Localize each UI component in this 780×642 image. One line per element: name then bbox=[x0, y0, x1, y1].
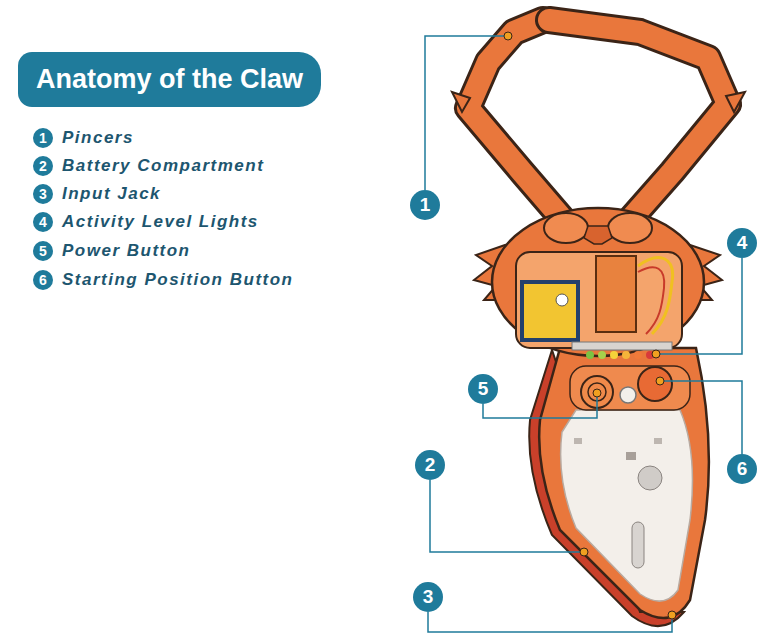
pincer-arm bbox=[468, 20, 565, 222]
circuit-plate bbox=[572, 342, 672, 350]
part-name: Battery Compartment bbox=[62, 156, 264, 176]
callout-number: 4 bbox=[727, 228, 757, 258]
part-name: Activity Level Lights bbox=[62, 212, 259, 232]
button-panel bbox=[570, 366, 690, 410]
part-name: Starting Position Button bbox=[62, 270, 293, 290]
face-detail bbox=[654, 438, 662, 444]
number-circle-fill bbox=[410, 190, 440, 220]
callout-badge: 2 bbox=[415, 450, 445, 480]
leader-line bbox=[660, 258, 742, 354]
body-face bbox=[561, 410, 693, 601]
inner-cavity bbox=[516, 252, 682, 348]
number-circle-fill bbox=[727, 454, 757, 484]
battery-terminal bbox=[556, 294, 568, 306]
number-circle-fill bbox=[413, 582, 443, 612]
face-detail bbox=[574, 438, 582, 444]
callout-number: 3 bbox=[33, 184, 53, 204]
pincer-arm bbox=[549, 20, 728, 222]
callout-number: 6 bbox=[727, 454, 757, 484]
callout-number: 1 bbox=[33, 128, 53, 148]
callout-number: 4 bbox=[33, 212, 53, 232]
leader-line bbox=[664, 381, 742, 454]
leader-line bbox=[483, 397, 597, 418]
face-detail bbox=[626, 452, 636, 460]
number-circle-fill bbox=[33, 156, 53, 176]
leader-line bbox=[425, 36, 504, 190]
face-detail bbox=[638, 466, 662, 490]
callout-number: 2 bbox=[33, 156, 53, 176]
number-circle-fill bbox=[727, 228, 757, 258]
activity-light bbox=[610, 351, 618, 359]
list-item: 2Battery Compartment bbox=[33, 156, 53, 176]
activity-light bbox=[586, 351, 594, 359]
gear bbox=[584, 226, 612, 244]
head bbox=[492, 208, 704, 356]
wire bbox=[638, 258, 673, 334]
motor bbox=[596, 256, 636, 332]
activity-light bbox=[598, 351, 606, 359]
leader-dot bbox=[668, 611, 676, 619]
callout-number: 5 bbox=[33, 241, 53, 261]
number-circle-fill bbox=[33, 241, 53, 261]
callout-number: 1 bbox=[410, 190, 440, 220]
callout-number: 6 bbox=[33, 270, 53, 290]
leader-dot bbox=[504, 32, 512, 40]
title-banner: Anatomy of the Claw bbox=[18, 52, 321, 107]
list-item: 5Power Button bbox=[33, 241, 53, 261]
leader-dot bbox=[652, 350, 660, 358]
callout-number: 5 bbox=[468, 374, 498, 404]
number-circle-fill bbox=[415, 450, 445, 480]
face-detail bbox=[632, 522, 644, 568]
starting-position-button bbox=[638, 367, 672, 401]
number-circle-fill bbox=[468, 374, 498, 404]
callout-number: 3 bbox=[413, 582, 443, 612]
number-circle-fill bbox=[33, 184, 53, 204]
part-name: Pincers bbox=[62, 128, 134, 148]
list-item: 6Starting Position Button bbox=[33, 270, 53, 290]
leader-line bbox=[428, 612, 672, 632]
callout-badge: 6 bbox=[727, 454, 757, 484]
title-text: Anatomy of the Claw bbox=[36, 64, 303, 94]
callout-badge: 5 bbox=[468, 374, 498, 404]
activity-light bbox=[622, 351, 630, 359]
number-circle-fill bbox=[33, 270, 53, 290]
eye bbox=[544, 213, 588, 243]
list-item: 4Activity Level Lights bbox=[33, 212, 53, 232]
callout-badge: 3 bbox=[413, 582, 443, 612]
pincer-arm-outline bbox=[549, 20, 728, 222]
list-item: 1Pincers bbox=[33, 128, 53, 148]
leader-dot bbox=[656, 377, 664, 385]
battery bbox=[522, 282, 578, 340]
list-item: 3Input Jack bbox=[33, 184, 53, 204]
pincer-spur bbox=[452, 92, 745, 112]
indicator bbox=[620, 387, 636, 403]
callout-badge: 4 bbox=[727, 228, 757, 258]
number-circle-fill bbox=[33, 128, 53, 148]
body-lower bbox=[539, 348, 709, 618]
callout-number: 2 bbox=[415, 450, 445, 480]
number-circle-fill bbox=[33, 212, 53, 232]
activity-light bbox=[634, 351, 642, 359]
pincer-arm-outline bbox=[468, 20, 565, 222]
wire bbox=[638, 267, 664, 334]
leader-line bbox=[430, 480, 580, 552]
eye bbox=[608, 213, 652, 243]
leader-dot bbox=[593, 389, 601, 397]
callout-badge: 1 bbox=[410, 190, 440, 220]
leader-dot bbox=[580, 548, 588, 556]
part-name: Power Button bbox=[62, 241, 191, 261]
part-name: Input Jack bbox=[62, 184, 161, 204]
